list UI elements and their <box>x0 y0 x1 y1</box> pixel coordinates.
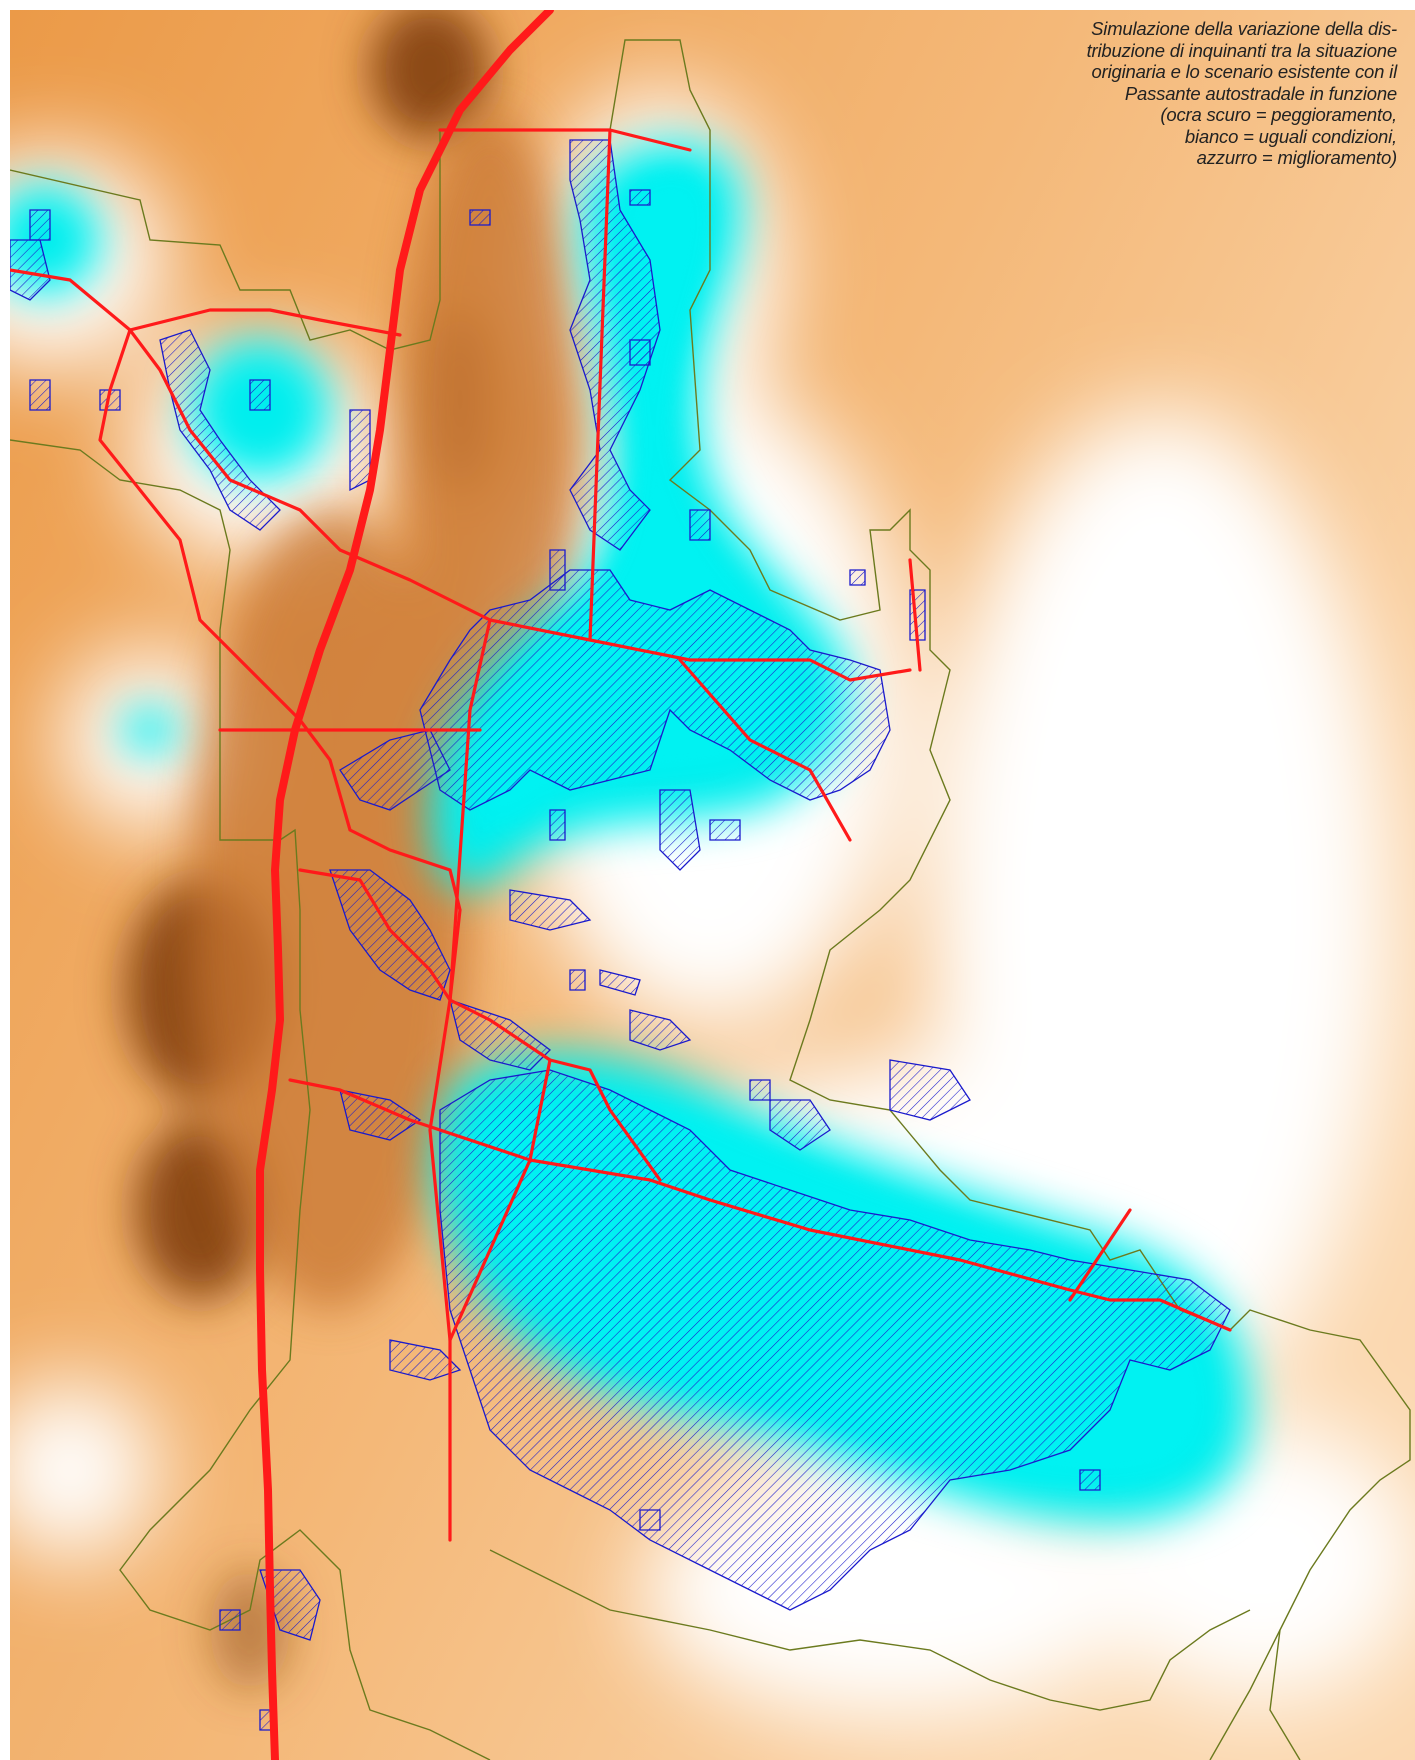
motorway <box>256 10 554 1760</box>
caption-line: originaria e lo scenario esistente con i… <box>1091 61 1398 82</box>
caption-line: Simulazione della variazione della dis- <box>1091 18 1397 39</box>
caption-line: azzurro = miglioramento) <box>1196 147 1398 168</box>
pollution-map-svg <box>10 10 1415 1760</box>
caption-line: tribuzione di inquinanti tra la situazio… <box>1086 39 1398 61</box>
caption-line: bianco = uguali condizioni, <box>1184 125 1397 147</box>
map-caption: Simulazione della variazione della dis- … <box>1017 18 1398 169</box>
municipal-boundaries <box>10 39 1411 1760</box>
local-roads <box>10 128 1232 1542</box>
caption-line: Passante autostradale in funzione <box>1124 82 1397 104</box>
caption-line: (ocra scuro = peggioramento, <box>1160 104 1397 125</box>
pollution-map: Simulazione della variazione della dis- … <box>10 10 1415 1760</box>
